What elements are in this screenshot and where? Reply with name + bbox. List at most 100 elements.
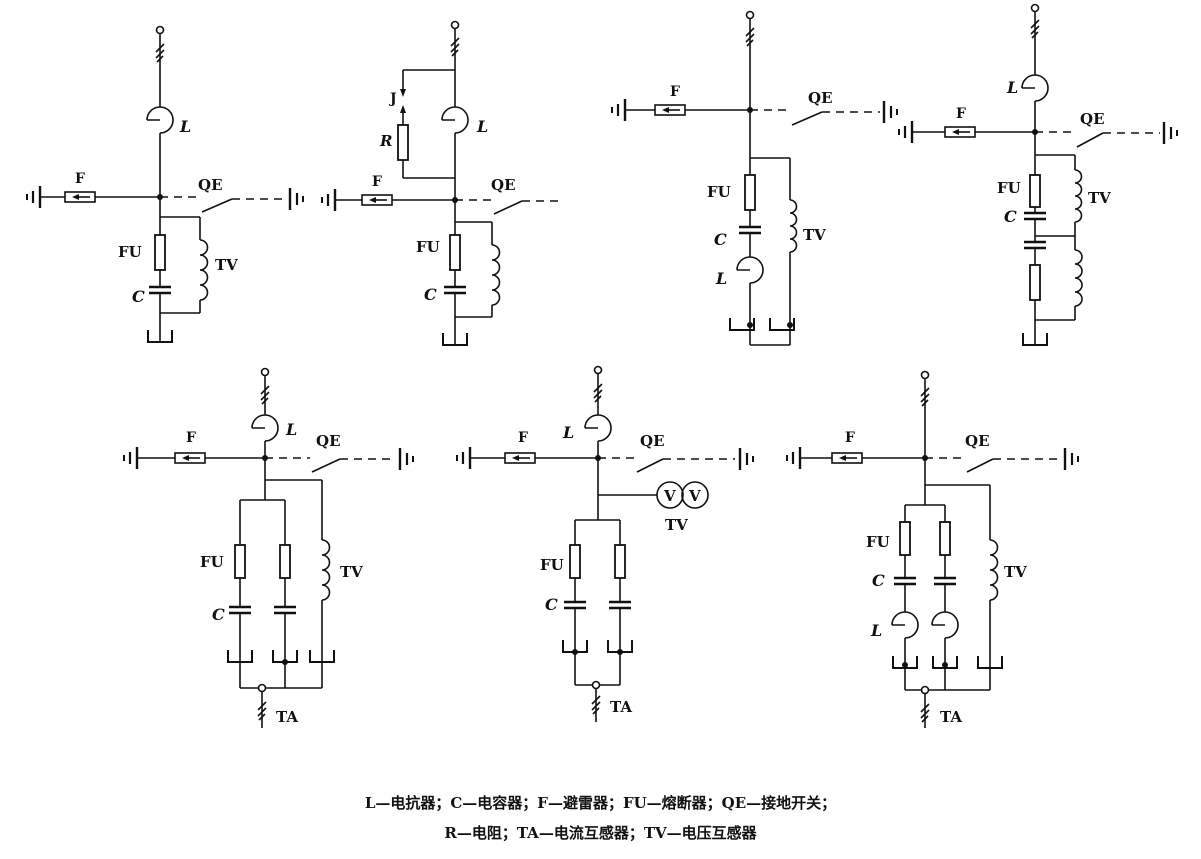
coil-TV-icon xyxy=(321,539,331,601)
terminal-icon xyxy=(920,685,930,695)
cable-mark-icon xyxy=(260,385,270,405)
wire xyxy=(592,707,600,715)
ground-icon xyxy=(26,186,42,208)
arrow-up-icon xyxy=(400,105,406,113)
fuse-FU-icon xyxy=(1029,264,1041,301)
wire xyxy=(155,49,165,59)
arrester-F-icon xyxy=(831,452,863,464)
label-QE: QE xyxy=(1080,110,1105,128)
capacitor-C-icon xyxy=(274,605,296,615)
label-QE: QE xyxy=(808,89,833,107)
cable-mark-icon xyxy=(591,695,601,715)
ground-icon xyxy=(398,448,414,470)
label-J: J xyxy=(388,91,397,107)
wire xyxy=(921,399,929,407)
legend-line-1: L—电抗器；C—电容器；F—避雷器；FU—熔断器；QE—接地开关； xyxy=(364,794,837,812)
switch-QE-blade xyxy=(791,111,823,126)
wire xyxy=(451,49,459,57)
ground-icon xyxy=(1162,122,1178,144)
fuse-FU-icon xyxy=(569,544,581,579)
wire xyxy=(261,397,269,405)
ground-icon xyxy=(882,101,898,123)
arrester-F-icon xyxy=(504,452,536,464)
junction-dot xyxy=(617,649,623,655)
ground-box-icon xyxy=(309,650,335,663)
fuse-FU-icon xyxy=(1029,174,1041,208)
reactor-L-icon xyxy=(1021,74,1049,102)
cable-mark-icon xyxy=(1030,19,1040,39)
cable-mark-icon xyxy=(920,703,930,723)
wire xyxy=(920,387,930,397)
wire xyxy=(594,395,602,403)
wire xyxy=(591,701,601,711)
coil-TV-icon xyxy=(789,199,798,253)
label-F: F xyxy=(518,430,528,446)
label-F: F xyxy=(75,171,85,187)
label-C: C xyxy=(714,230,727,249)
wire xyxy=(920,709,930,719)
junction-dot xyxy=(787,322,793,328)
capacitor-C-icon xyxy=(149,285,171,295)
junction-dot xyxy=(747,322,753,328)
reactor-L-icon xyxy=(931,611,959,639)
junction-dot xyxy=(572,649,578,655)
wire xyxy=(593,389,603,399)
label-FU: FU xyxy=(707,183,731,201)
capacitor-C-icon xyxy=(1024,240,1046,250)
wire xyxy=(746,39,754,47)
label-TV: TV xyxy=(665,516,688,534)
switch-QE-blade xyxy=(1076,132,1104,148)
label-QE: QE xyxy=(491,176,516,194)
wire xyxy=(450,37,460,47)
voltmeter-icon xyxy=(681,481,709,509)
wire xyxy=(257,707,267,717)
coil-TV-icon xyxy=(199,239,209,301)
wire xyxy=(156,55,164,63)
label-F: F xyxy=(956,106,966,122)
label-FU: FU xyxy=(866,533,890,551)
label-C: C xyxy=(545,595,558,614)
reactor-L-icon xyxy=(736,256,764,284)
arrester-F-icon xyxy=(944,126,976,138)
label-TV: TV xyxy=(1088,189,1111,207)
ground-icon xyxy=(786,447,802,469)
wire xyxy=(920,703,930,713)
reactor-L-icon xyxy=(891,611,919,639)
arrow xyxy=(369,197,376,203)
wire xyxy=(591,695,601,705)
label-TV: TV xyxy=(1004,563,1027,581)
fuse-FU-icon xyxy=(899,521,911,556)
voltmeter-icon xyxy=(656,481,684,509)
switch-QE-blade xyxy=(966,458,994,473)
ground-icon xyxy=(898,121,914,143)
capacitor-C-icon xyxy=(609,600,631,610)
cable-mark-icon xyxy=(450,37,460,57)
capacitor-C-icon xyxy=(739,225,761,235)
terminal-icon xyxy=(1030,3,1040,13)
reactor-L-icon xyxy=(251,414,279,442)
ground-icon xyxy=(123,447,139,469)
label-V-1: V xyxy=(663,487,676,505)
cable-mark-icon xyxy=(155,43,165,63)
label-L: L xyxy=(562,423,574,442)
wire xyxy=(1030,19,1040,29)
wire xyxy=(260,391,270,401)
terminal-icon xyxy=(920,370,930,380)
label-FU: FU xyxy=(118,243,142,261)
wire xyxy=(1030,25,1040,35)
cable-mark-icon xyxy=(920,387,930,407)
arrow-down-icon xyxy=(400,89,406,97)
label-TA: TA xyxy=(940,708,962,726)
ground-icon xyxy=(1063,448,1079,470)
label-L: L xyxy=(715,269,727,288)
capacitor-C-icon xyxy=(229,605,251,615)
fuse-FU-icon xyxy=(234,544,246,579)
terminal-icon xyxy=(257,683,267,693)
label-FU: FU xyxy=(540,556,564,574)
